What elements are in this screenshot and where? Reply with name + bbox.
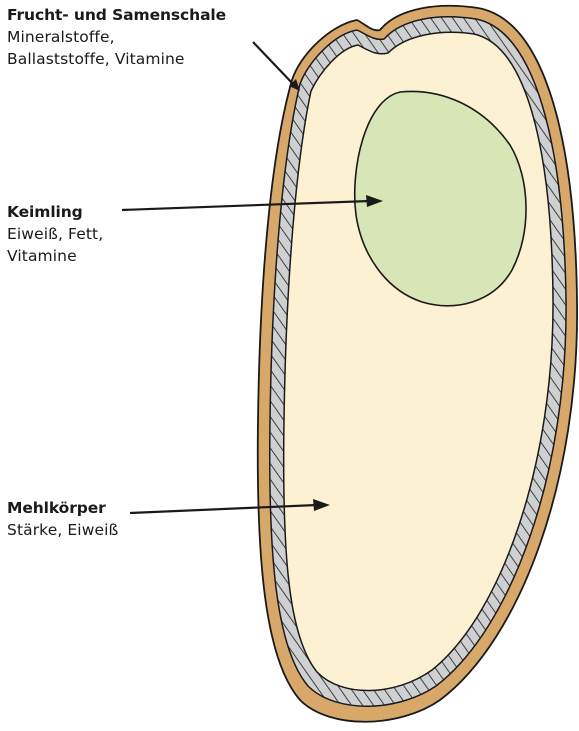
label-endosperm-line-1: Stärke, Eiweiß [7,519,118,541]
label-germ-line-2: Vitamine [7,245,103,267]
label-shell: Frucht- und Samenschale Mineralstoffe, B… [7,5,226,70]
label-shell-line-1: Mineralstoffe, [7,26,226,48]
label-germ: Keimling Eiweiß, Fett, Vitamine [7,202,103,267]
label-shell-line-2: Ballaststoffe, Vitamine [7,48,226,70]
label-endosperm: Mehlkörper Stärke, Eiweiß [7,498,118,541]
label-endosperm-title: Mehlkörper [7,498,118,519]
label-shell-title: Frucht- und Samenschale [7,5,226,26]
label-germ-line-1: Eiweiß, Fett, [7,223,103,245]
label-germ-title: Keimling [7,202,103,223]
leader-line-shell [253,42,294,85]
